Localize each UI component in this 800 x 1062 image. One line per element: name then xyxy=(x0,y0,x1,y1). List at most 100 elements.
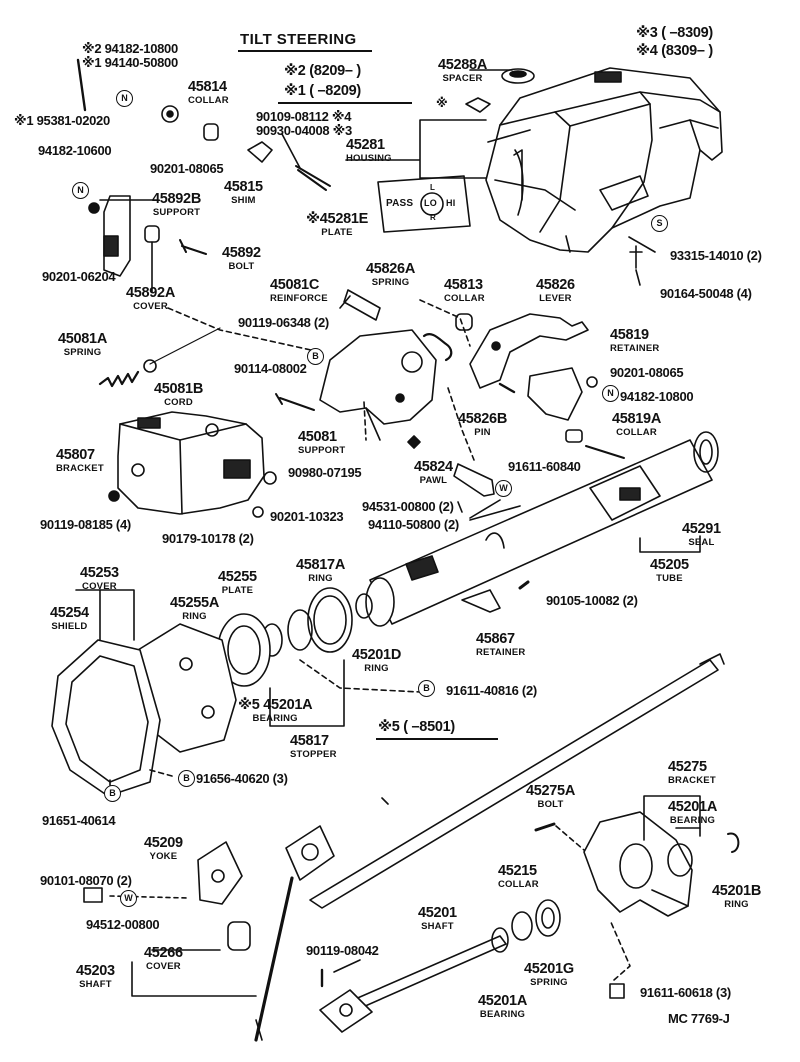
page-title: TILT STEERING xyxy=(240,31,357,48)
screw-90164-drawing xyxy=(629,245,643,269)
part-number: 94512-00800 xyxy=(86,917,160,932)
part-number: 45255A xyxy=(170,595,219,611)
part-name: PLATE xyxy=(321,226,353,238)
part-number: 90201-10323 xyxy=(270,509,344,524)
part-number: 94110-50800 (2) xyxy=(368,517,459,532)
part-label-91611-60840: 91611-60840 xyxy=(508,460,581,473)
bolt-90114-drawing xyxy=(275,393,315,411)
part-number: 91611-40816 (2) xyxy=(446,683,537,698)
part-number: 45201D xyxy=(352,647,401,663)
part-name: BEARING xyxy=(252,712,298,724)
part-label-90109-08112: 90109-08112 ※4 xyxy=(256,109,352,124)
part-name: RETAINER xyxy=(476,646,526,658)
part-number: 45892B xyxy=(152,191,201,207)
part-number: 45892A xyxy=(126,285,175,301)
bolt-91611-60840-drawing xyxy=(585,445,625,459)
ring-45201b-drawing xyxy=(727,832,740,853)
part-number: 90105-10082 (2) xyxy=(546,593,638,608)
part-name: BOLT xyxy=(537,798,564,810)
part-name: SHIELD xyxy=(51,620,88,632)
part-number: 45826 xyxy=(536,277,575,293)
bolt-94182-drawing xyxy=(76,58,87,112)
note-tilt-2: ※2 (8209– ) xyxy=(284,63,361,79)
plate-text-pass: PASS xyxy=(386,198,414,209)
seal-45291-drawing xyxy=(693,431,719,473)
ring-45201d-drawing xyxy=(355,593,373,619)
plate-text-hi: HI xyxy=(446,198,456,208)
part-number: 45201A xyxy=(478,993,527,1009)
part-number: 45824 xyxy=(414,459,453,475)
part-label-90105-10082: 90105-10082 (2) xyxy=(546,594,638,607)
part-name: BEARING xyxy=(669,814,716,826)
part-label-90119-08185: 90119-08185 (4) xyxy=(40,518,131,531)
part-name: SPRING xyxy=(371,276,410,288)
part-number: 45275A xyxy=(526,783,575,799)
universal-joint-drawing xyxy=(285,825,335,881)
badge-s: S xyxy=(651,215,668,232)
plate-text-lo: LO xyxy=(424,198,437,208)
part-number: 90119-08042 xyxy=(306,943,379,958)
part-label-94512-00800: 94512-00800 xyxy=(86,917,160,932)
part-number: 45203 xyxy=(76,963,115,979)
spring-45201g-drawing xyxy=(535,899,561,937)
part-number: 45288A xyxy=(438,57,487,73)
part-label-94182-10800: 94182-10800 xyxy=(620,390,694,403)
bolt-90101-drawing xyxy=(83,887,103,903)
part-name: TUBE xyxy=(656,572,683,584)
part-number: 90179-10178 (2) xyxy=(162,531,254,546)
part-name: RING xyxy=(308,572,333,584)
part-name: SEAL xyxy=(688,536,715,548)
part-label-294182-10800: ※2 94182-10800 xyxy=(82,42,178,55)
part-label-90119-06348: 90119-06348 (2) xyxy=(238,316,329,329)
part-number: ※45281E xyxy=(306,211,368,227)
washer-90201b-drawing xyxy=(586,376,598,388)
part-name: PIN xyxy=(474,426,491,438)
badge-b: B xyxy=(418,680,435,697)
part-name: RING xyxy=(364,662,389,674)
part-number: 45081C xyxy=(270,277,319,293)
part-number: 45209 xyxy=(144,835,183,851)
stopper-45817-drawing xyxy=(261,587,353,657)
part-number: 90109-08112 ※4 xyxy=(256,109,352,124)
part-number: 91611-60618 (3) xyxy=(640,985,731,1000)
part-name: COLLAR xyxy=(444,292,485,304)
part-number: 45826A xyxy=(366,261,415,277)
part-number: 90930-04008 ※3 xyxy=(256,123,352,138)
part-label-90201-06204: 90201-06204 xyxy=(42,270,116,283)
part-number: 45081A xyxy=(58,331,107,347)
shaft-45203-drawing xyxy=(254,876,294,1042)
part-number: 45201G xyxy=(524,961,574,977)
note-range-4: ※4 (8309– ) xyxy=(636,43,713,59)
part-label-91656-40620: 91656-40620 (3) xyxy=(196,772,288,785)
part-name: SUPPORT xyxy=(298,444,346,456)
part-number: 45215 xyxy=(498,863,537,879)
support-45892b-drawing xyxy=(88,195,131,277)
bolt-90119-08185-drawing xyxy=(108,490,120,502)
bearing-45201a-b-drawing xyxy=(667,843,693,877)
part-number: 45281 xyxy=(346,137,385,153)
note-range-5: ※5 ( –8501) xyxy=(378,719,455,735)
part-number: 90119-08185 (4) xyxy=(40,517,131,532)
plate-text-r: R xyxy=(430,213,436,222)
badge-b: B xyxy=(307,348,324,365)
part-number: 45291 xyxy=(682,521,721,537)
part-number: 90114-08002 xyxy=(234,361,307,376)
part-name: RING xyxy=(724,898,749,910)
spring-45826a-drawing xyxy=(422,333,453,362)
part-number: 90201-08065 xyxy=(150,161,224,176)
part-name: COVER xyxy=(82,580,117,592)
cord-45081b-drawing xyxy=(149,327,221,365)
part-number: 45819A xyxy=(612,411,661,427)
